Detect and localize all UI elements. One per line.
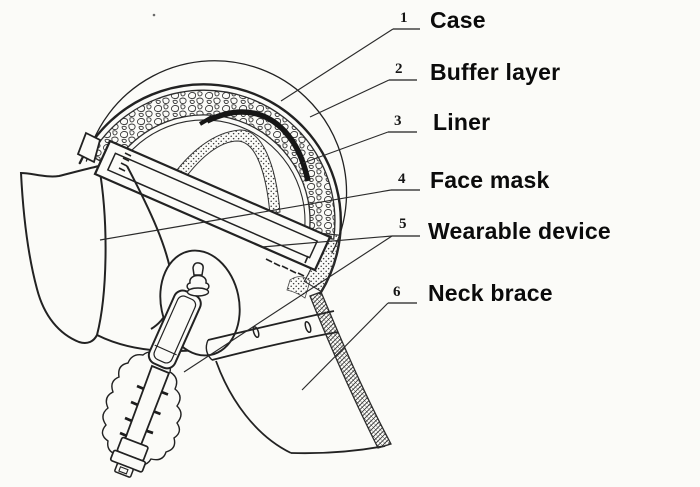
- part-number-4: 4: [398, 171, 406, 187]
- part-label-buffer-layer: Buffer layer: [430, 59, 561, 85]
- ratchet-teeth: [119, 384, 169, 438]
- visor-slot-panel: [93, 139, 332, 277]
- stray-speck: [152, 13, 156, 17]
- leader-2: [309, 79, 390, 118]
- visor-dash-ticks: [118, 147, 309, 277]
- part-number-6: 6: [393, 284, 401, 300]
- leader-4: [99, 189, 392, 241]
- case-shell: [78, 60, 348, 295]
- leader-3: [302, 131, 389, 164]
- leader-5b: [183, 235, 393, 373]
- leader-5a: [261, 235, 393, 248]
- neck-brace-hatched-edge: [309, 291, 392, 449]
- part-label-neck-brace: Neck brace: [428, 280, 553, 306]
- face-mask-shield: [19, 164, 107, 345]
- part-number-1: 1: [400, 10, 408, 26]
- part-label-liner: Liner: [433, 109, 491, 135]
- leader-6: [301, 302, 389, 391]
- device-cylinder: [147, 289, 202, 370]
- device-knob: [186, 262, 210, 297]
- leader-lines: [99, 28, 394, 391]
- part-label-case: Case: [430, 7, 486, 33]
- part-number-3: 3: [394, 113, 402, 129]
- strap-buckle: [109, 436, 149, 478]
- wearable-device-assembly: [101, 262, 210, 478]
- neck-brace: [205, 291, 392, 455]
- leader-1: [280, 28, 394, 102]
- number-underlines: [388, 28, 420, 304]
- part-label-wearable-device: Wearable device: [428, 218, 611, 244]
- strap-slot-right: [304, 320, 312, 334]
- part-number-2: 2: [395, 61, 403, 77]
- liner-band: [198, 109, 311, 182]
- mount-bracket: [76, 131, 102, 164]
- strap-slot-left: [252, 325, 260, 339]
- part-label-face-mask: Face mask: [430, 167, 550, 193]
- part-number-5: 5: [399, 216, 407, 232]
